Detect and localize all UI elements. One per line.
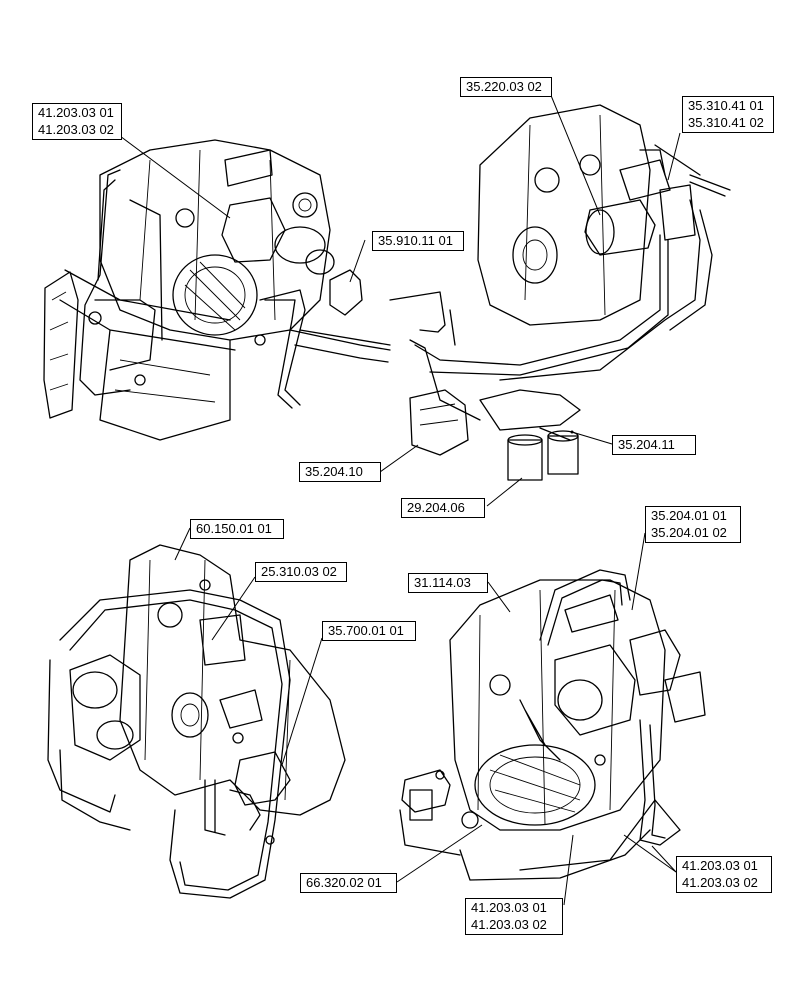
callout-66-320-02-01[interactable]: 66.320.02 01 bbox=[300, 873, 397, 893]
callout-35-204-11[interactable]: 35.204.11 bbox=[612, 435, 696, 455]
callout-35-220-03-02[interactable]: 35.220.03 02 bbox=[460, 77, 552, 97]
callout-41-203-03-02-bottom-centre[interactable]: 41.203.03 02 bbox=[465, 916, 563, 935]
callout-25-310-03-02[interactable]: 25.310.03 02 bbox=[255, 562, 347, 582]
bottom-right-assembly bbox=[399, 569, 706, 881]
callout-35-700-01-01[interactable]: 35.700.01 01 bbox=[322, 621, 416, 641]
callout-41-203-03-01-bottom-centre[interactable]: 41.203.03 01 bbox=[465, 898, 563, 918]
callout-41-203-03-02-top-left[interactable]: 41.203.03 02 bbox=[32, 121, 122, 140]
callout-35-204-01-01[interactable]: 35.204.01 01 bbox=[645, 506, 741, 526]
leader-lines bbox=[119, 92, 681, 906]
callout-35-204-01-02[interactable]: 35.204.01 02 bbox=[645, 524, 741, 543]
callout-41-203-03-01-top-left[interactable]: 41.203.03 01 bbox=[32, 103, 122, 123]
callout-29-204-06[interactable]: 29.204.06 bbox=[401, 498, 485, 518]
callout-35-910-11-01[interactable]: 35.910.11 01 bbox=[372, 231, 464, 251]
callout-35-204-10[interactable]: 35.204.10 bbox=[299, 462, 381, 482]
callout-60-150-01-01[interactable]: 60.150.01 01 bbox=[190, 519, 284, 539]
callout-31-114-03[interactable]: 31.114.03 bbox=[408, 573, 488, 593]
top-right-assembly bbox=[389, 104, 731, 481]
callout-41-203-03-01-bottom-right[interactable]: 41.203.03 01 bbox=[676, 856, 772, 876]
top-left-assembly bbox=[43, 139, 391, 441]
callout-35-310-41-01[interactable]: 35.310.41 01 bbox=[682, 96, 774, 116]
callout-41-203-03-02-bottom-right[interactable]: 41.203.03 02 bbox=[676, 874, 772, 893]
callout-35-310-41-02[interactable]: 35.310.41 02 bbox=[682, 114, 774, 133]
bottom-left-assembly bbox=[47, 544, 346, 899]
